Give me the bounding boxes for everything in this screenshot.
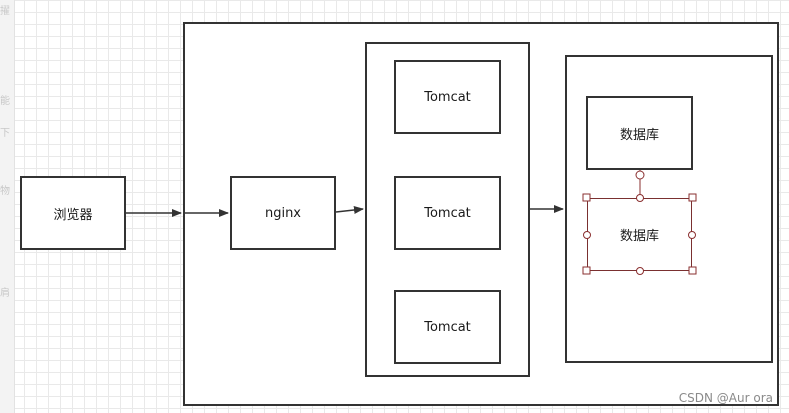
nginx-node[interactable]: nginx: [230, 176, 336, 250]
database-node-2-label: 数据库: [619, 229, 659, 244]
ghost-text: 肩: [0, 288, 10, 299]
database-node-1[interactable]: 数据库: [586, 96, 693, 170]
ghost-text: 能: [0, 96, 10, 107]
database-node-2[interactable]: 数据库: [587, 198, 692, 271]
tomcat-node-1-label: Tomcat: [424, 89, 471, 105]
watermark-text: CSDN @Aur ora: [678, 391, 773, 405]
nginx-node-label: nginx: [264, 205, 302, 221]
tomcat-node-3[interactable]: Tomcat: [394, 290, 501, 364]
tomcat-node-3-label: Tomcat: [424, 319, 471, 335]
ghost-text: 物: [0, 186, 10, 197]
browser-node[interactable]: 浏览器: [20, 176, 126, 250]
database-node-1-label: 数据库: [619, 127, 659, 143]
tomcat-node-1[interactable]: Tomcat: [394, 60, 501, 134]
tomcat-node-2-label: Tomcat: [424, 205, 471, 221]
ghost-text: 擢: [0, 6, 10, 17]
tomcat-node-2[interactable]: Tomcat: [394, 176, 501, 250]
left-panel-edge: [0, 0, 15, 413]
browser-node-label: 浏览器: [53, 207, 93, 223]
ghost-text: 下: [0, 128, 10, 139]
